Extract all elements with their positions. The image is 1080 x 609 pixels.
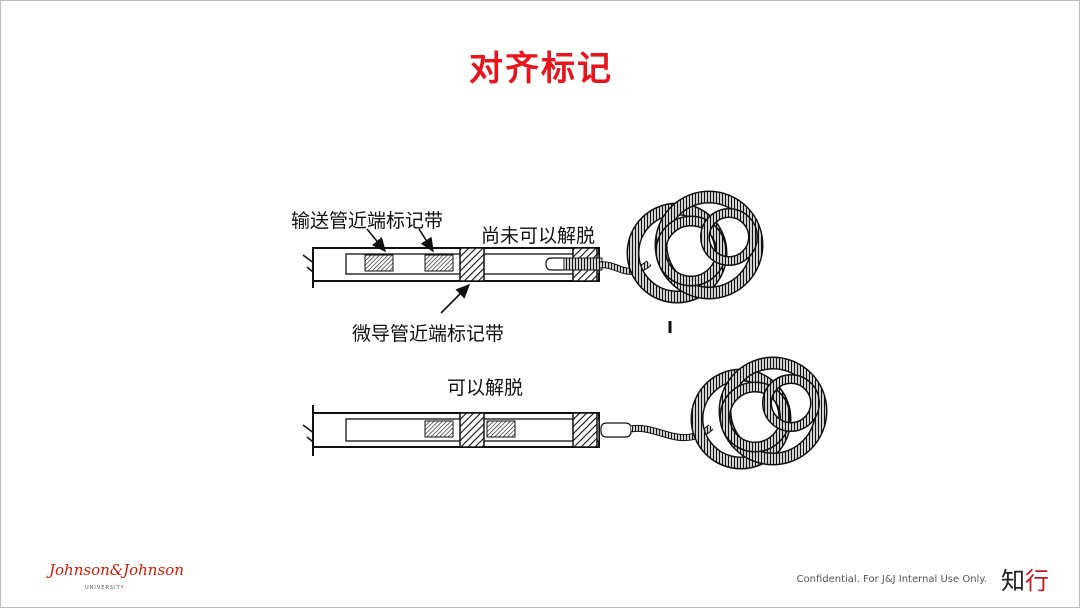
top-catheter-assembly [302, 190, 764, 333]
label-not-yet-detachable: 尚未可以解脱 [481, 225, 596, 247]
brand-char-2: 行 [1025, 567, 1049, 595]
bottom-catheter-assembly [302, 356, 828, 470]
brand-mark: 知行 [1001, 561, 1049, 596]
label-detachable: 可以解脱 [447, 377, 524, 399]
label-microcatheter-proximal-band: 微导管近端标记带 [352, 323, 505, 345]
confidential-notice: Confidential. For J&J Internal Use Only. [796, 574, 987, 585]
jnj-logo-sub: UNIVERSITY [85, 585, 125, 591]
slide-title: 对齐标记 [469, 49, 613, 89]
brand-char-1: 知 [1001, 567, 1025, 595]
label-delivery-tube-proximal-band: 输送管近端标记带 [291, 210, 444, 232]
jnj-logo: Johnson&Johnson [49, 561, 184, 579]
